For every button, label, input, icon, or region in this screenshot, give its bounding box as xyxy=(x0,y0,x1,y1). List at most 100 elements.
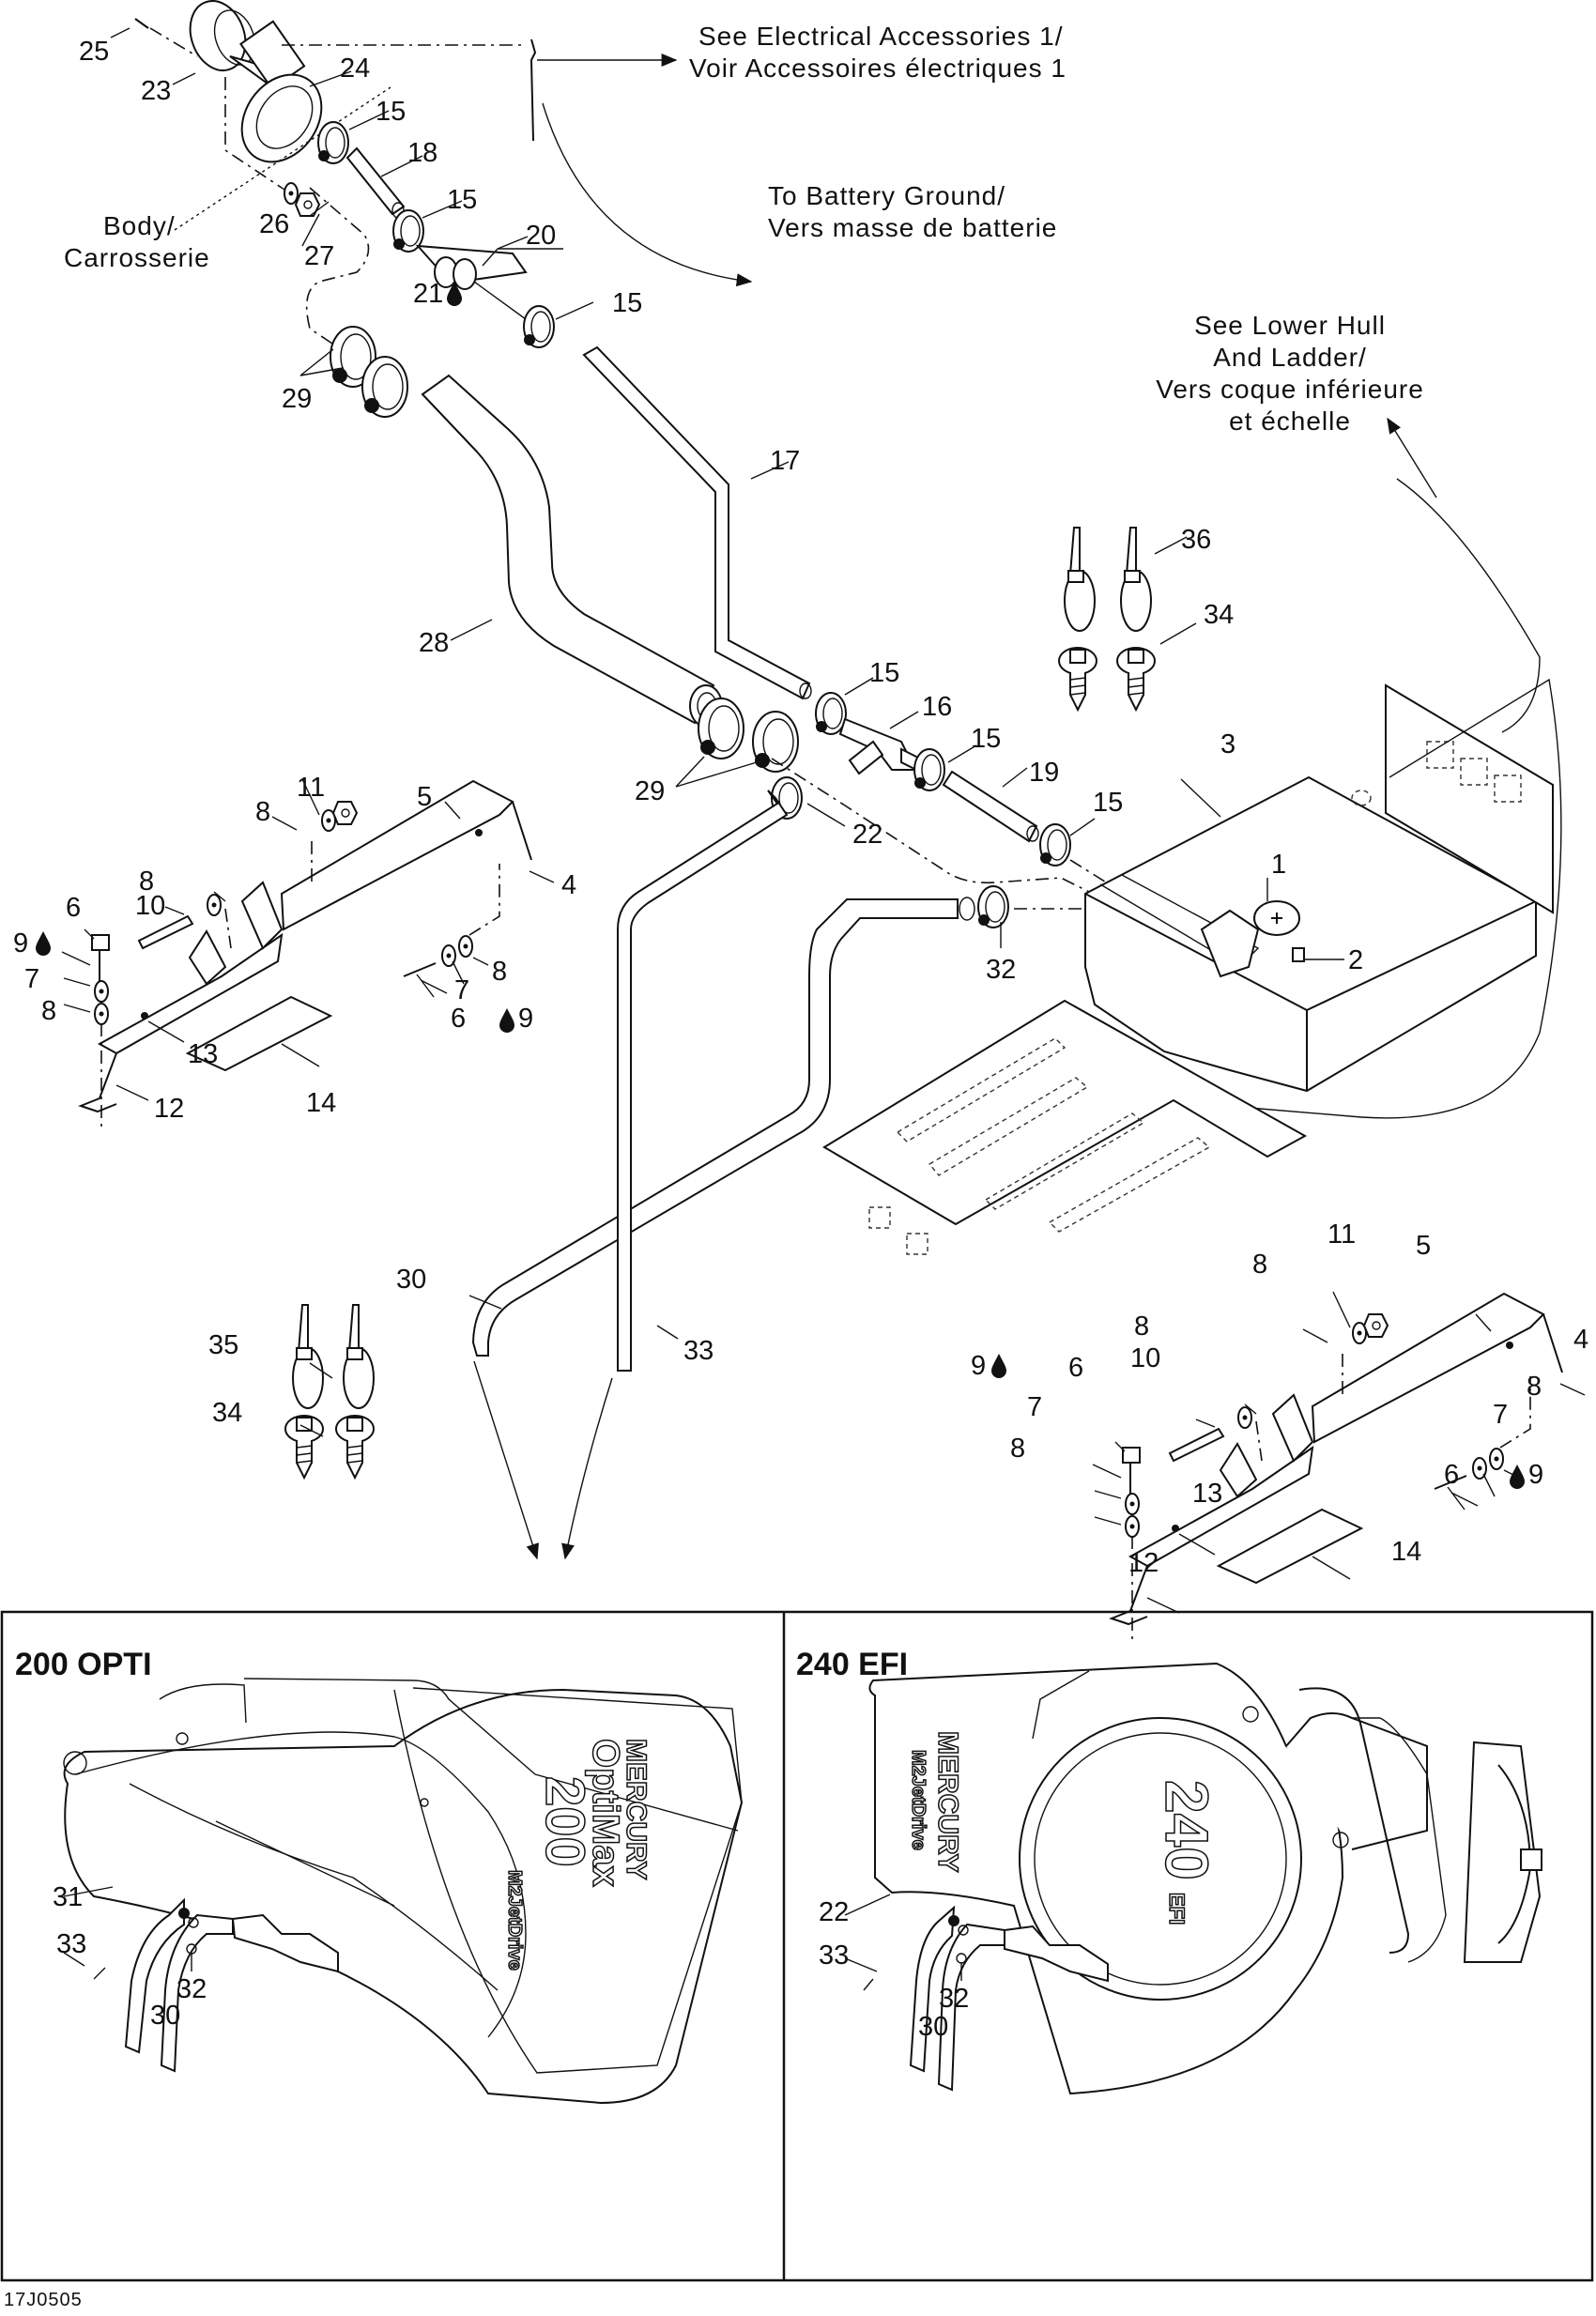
callout-10: 10 xyxy=(1130,1343,1160,1373)
tee-junction xyxy=(675,692,1116,902)
svg-text:M2JetDrive: M2JetDrive xyxy=(908,1750,928,1850)
callout-8: 8 xyxy=(1527,1372,1542,1402)
fitting-20 xyxy=(415,244,528,320)
hose-17 xyxy=(582,345,812,700)
callout-31: 31 xyxy=(53,1882,83,1912)
callout-20: 20 xyxy=(526,221,556,251)
callout-4: 4 xyxy=(1573,1325,1588,1355)
callout-5: 5 xyxy=(1416,1231,1431,1261)
left-bracket-callouts: 11 8 5 4 6 10 8 9 7 8 8 7 6 9 13 12 14 xyxy=(13,773,576,1124)
callout-29: 29 xyxy=(635,776,665,806)
arrow-to-engine-33 xyxy=(561,1377,613,1560)
panel-200-opti: 200 OPTI MERCURY OptiMax 200 M2JetDrive xyxy=(15,1647,744,2105)
svg-text:EFI: EFI xyxy=(1165,1893,1189,1925)
hull-caption-line2: And Ladder/ xyxy=(1213,343,1367,372)
callout-22: 22 xyxy=(819,1897,849,1927)
callout-12: 12 xyxy=(1128,1548,1159,1578)
callout-22: 22 xyxy=(852,820,882,850)
callout-7: 7 xyxy=(24,964,39,994)
callout-33: 33 xyxy=(683,1336,714,1366)
hull-caption-line3: Vers coque inférieure xyxy=(1156,375,1424,404)
callout-1: 1 xyxy=(1271,850,1286,880)
callout-30: 30 xyxy=(918,2012,948,2042)
callout-8: 8 xyxy=(139,867,154,897)
callout-30: 30 xyxy=(150,2001,180,2031)
callout-9: 9 xyxy=(1528,1460,1543,1490)
screws-34-top xyxy=(1058,647,1156,711)
hose-19 xyxy=(942,770,1039,843)
screw-25 xyxy=(134,18,198,57)
panel-240-efi: 240 EFI MERCURY M2JetDrive 240 EFI xyxy=(796,1647,1542,2095)
fitting-2 xyxy=(1292,947,1305,962)
callout-5: 5 xyxy=(417,782,432,812)
panel-title: 240 EFI xyxy=(796,1647,908,1682)
callout-2: 2 xyxy=(1348,945,1363,975)
callout-15: 15 xyxy=(1093,788,1123,818)
svg-text:M2JetDrive: M2JetDrive xyxy=(504,1870,525,1971)
lubricant-drop-icon xyxy=(499,1008,514,1033)
callout-8: 8 xyxy=(492,957,507,987)
clamp-32 xyxy=(977,885,1009,928)
hose-28 xyxy=(421,374,723,728)
callout-11: 11 xyxy=(297,773,325,803)
callout-6: 6 xyxy=(66,893,81,923)
callout-15: 15 xyxy=(376,97,406,127)
body-caption-en: Body/ xyxy=(103,211,176,240)
clamp-29c xyxy=(698,698,744,759)
callout-13: 13 xyxy=(1192,1479,1222,1509)
callout-11: 11 xyxy=(1327,1219,1356,1250)
hoses-optimax xyxy=(124,1897,339,2073)
callout-34: 34 xyxy=(212,1398,242,1428)
callout-8: 8 xyxy=(1010,1434,1025,1464)
brand-text-optimax: MERCURY OptiMax 200 M2JetDrive xyxy=(503,1738,652,1971)
lubricant-drop-icon xyxy=(1510,1465,1525,1489)
callout-15: 15 xyxy=(971,724,1001,754)
callout-14: 14 xyxy=(306,1088,336,1118)
screws-34-bottom xyxy=(284,1415,375,1479)
callout-21: 21 xyxy=(413,279,443,309)
callout-7: 7 xyxy=(454,975,469,1005)
callout-7: 7 xyxy=(1027,1392,1042,1422)
callout-28: 28 xyxy=(419,628,449,658)
right-bracket-callouts: 11 8 5 4 6 10 8 9 7 8 8 7 6 9 13 12 14 xyxy=(971,1219,1588,1614)
callout-19: 19 xyxy=(1029,758,1059,788)
callout-9: 9 xyxy=(13,928,28,959)
hose-33 xyxy=(617,790,789,1372)
hull-caption-line1: See Lower Hull xyxy=(1194,311,1386,340)
callout-36: 36 xyxy=(1181,525,1211,555)
electrical-caption-fr: Voir Accessoires électriques 1 xyxy=(689,54,1067,83)
battery-caption-en: To Battery Ground/ xyxy=(768,181,1005,210)
gasket-24 xyxy=(240,73,323,163)
callout-16: 16 xyxy=(922,692,952,722)
clamp-15c xyxy=(523,305,555,348)
callout-4: 4 xyxy=(561,870,576,900)
nut-27 xyxy=(295,192,320,217)
callout-10: 10 xyxy=(135,891,165,921)
callout-17: 17 xyxy=(770,446,800,476)
svg-text:MERCURY: MERCURY xyxy=(932,1731,963,1873)
callout-18: 18 xyxy=(407,138,437,168)
electrical-caption-en: See Electrical Accessories 1/ xyxy=(698,22,1064,51)
callout-30: 30 xyxy=(396,1265,426,1295)
clamp-15a xyxy=(317,121,349,164)
washer-26 xyxy=(284,182,299,205)
cable-ties-35 xyxy=(292,1304,375,1409)
callout-6: 6 xyxy=(1068,1353,1083,1383)
callout-27: 27 xyxy=(304,241,334,271)
lubricant-drop-icon xyxy=(36,931,51,956)
callout-35: 35 xyxy=(208,1330,238,1360)
callout-14: 14 xyxy=(1391,1537,1421,1567)
reference-captions: See Electrical Accessories 1/ Voir Acces… xyxy=(64,22,1424,436)
clamp-15f xyxy=(1039,823,1071,867)
svg-text:200: 200 xyxy=(534,1776,595,1867)
svg-text:OptiMax: OptiMax xyxy=(585,1739,626,1887)
callout-24: 24 xyxy=(340,54,370,84)
hoses-efi xyxy=(909,1905,1109,2092)
callout-3: 3 xyxy=(1220,729,1235,759)
callout-29: 29 xyxy=(282,384,312,414)
nut-11 xyxy=(332,801,358,825)
callout-8: 8 xyxy=(255,797,270,827)
callout-23: 23 xyxy=(141,76,171,106)
tank-floor-mat xyxy=(822,999,1308,1255)
svg-text:MERCURY: MERCURY xyxy=(621,1739,652,1880)
